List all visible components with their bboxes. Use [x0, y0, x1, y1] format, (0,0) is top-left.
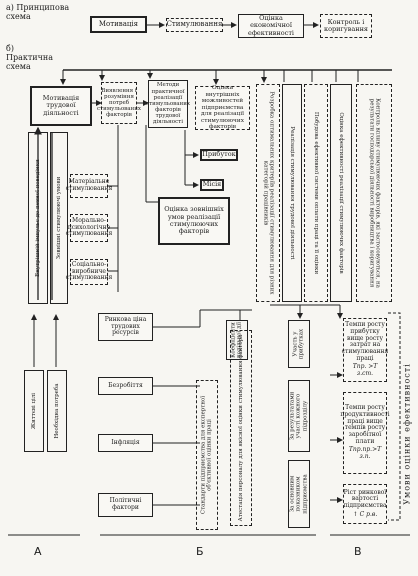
box-external-eval: Оцінка зовнішніх умов реалізації стимулю…: [158, 197, 230, 245]
scheme-b-label: б) Практична схема: [6, 44, 54, 71]
box-col-v1: Розробка оптимальних критеріїв реалізаці…: [256, 84, 280, 302]
box-standards: Стандарти підприємства для експертної об…: [196, 380, 218, 530]
box-methods: Методи практичної реалізації стимульован…: [146, 80, 190, 128]
box-stimulation: Стимулювання: [166, 18, 223, 32]
box-unemployment: Безробіття: [98, 377, 153, 395]
box-social: Соціально-виробниче стимулювання: [66, 259, 112, 285]
box-external-conditions: Зовнішні стимулюючі умови: [50, 132, 68, 304]
column-label-v: В: [354, 545, 362, 558]
box-profit: Прибуток: [200, 149, 238, 161]
box-material: Матеріальне стимулювання: [66, 174, 112, 198]
box-control: Контроль і коригування: [320, 14, 372, 38]
box-political: Політичні фактори: [98, 493, 153, 517]
box-moral: Морально-психологічне стимулювання: [66, 214, 112, 242]
box-mission: Місія: [200, 179, 224, 191]
box-inner-impulse: Внутрішній імпульс до певної поведінки: [28, 132, 48, 304]
box-labour-market: Ринкова ціна трудових ресурсів: [98, 313, 153, 341]
box-internal-eval: Оцінка внутрішніх можливостей підприємст…: [195, 85, 250, 130]
box-motivation-activity: Мотивація трудової діяльності: [30, 86, 92, 126]
box-inflation: Інфляція: [98, 434, 153, 452]
box-growth1: Темпи росту прибутку вище росту затрат н…: [342, 318, 388, 382]
box-col-v2: Реалізація стимулювання трудової діяльно…: [282, 84, 302, 302]
box-vital-goals: Життєві цілі: [24, 370, 44, 452]
box-results-participation: За результатами участі кожного підрозділ…: [288, 380, 310, 452]
box-identify-needs: Виявлення і розуміння потреб стимульован…: [97, 82, 141, 124]
scheme-a-label: а) Принципова схема: [6, 3, 70, 21]
box-growth3: Ріст ринкової вартості підприємства ↑ С …: [343, 484, 387, 524]
box-col-v4: Оцінка ефективності реалізації стимулююч…: [330, 84, 352, 302]
column-label-b: Б: [196, 545, 204, 558]
box-eval-efficiency: Оцінка економічної ефективності: [238, 14, 304, 38]
box-attestation: Атестація персоналу для якісної оцінки с…: [230, 330, 252, 526]
box-dividing-coeff: Коефіцієнти подільної дії: [226, 320, 248, 360]
box-share-profit: Участь у прибутках: [288, 320, 310, 368]
box-col-v5: Контроль впливу стимулюючих факторів, як…: [356, 84, 392, 302]
box-motivation: Мотивація: [90, 16, 147, 33]
label-conditions: Умови оцінки ефективності: [402, 363, 412, 505]
box-base-indicator: За основним показником підприємства: [288, 460, 310, 528]
box-growth2: Темпи росту продуктивності праці вище те…: [340, 392, 390, 474]
box-col-v3: Побудова ефективної системи оплати праці…: [304, 84, 328, 302]
box-necessary-need: Необхідна потреба: [47, 370, 67, 452]
column-label-a: А: [34, 545, 42, 558]
